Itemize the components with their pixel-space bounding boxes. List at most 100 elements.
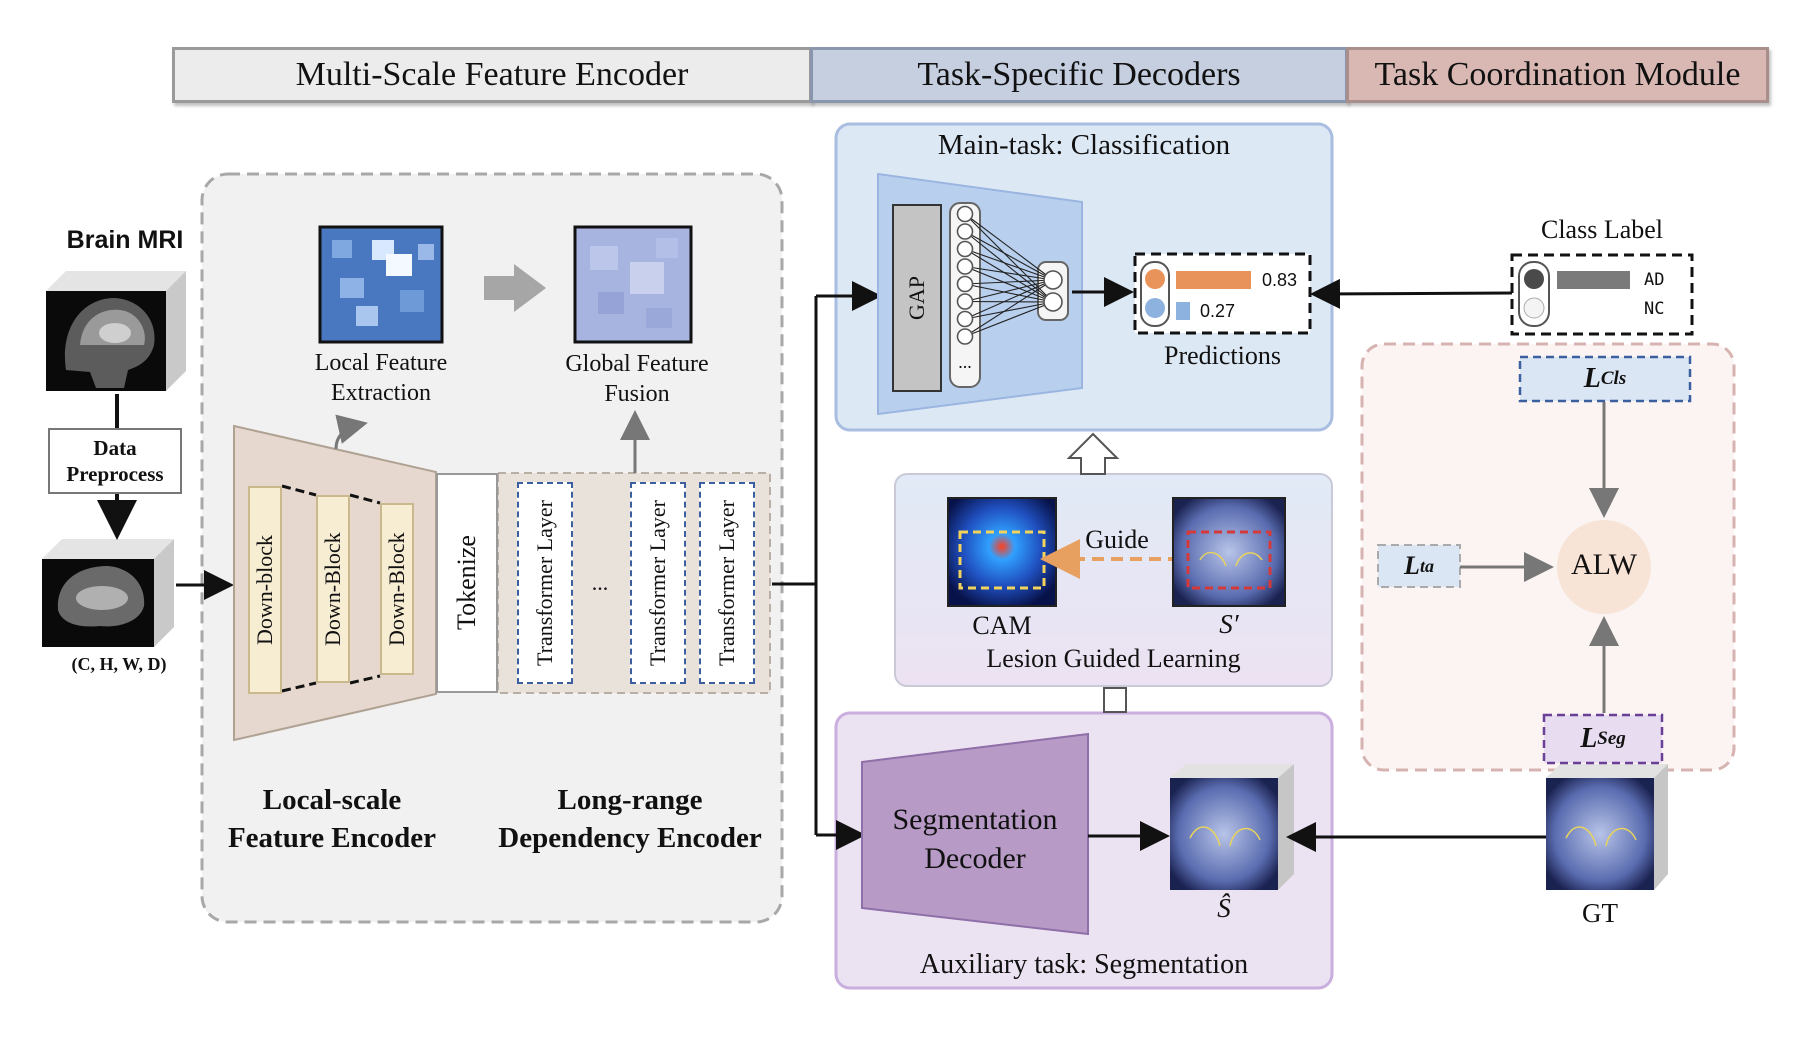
gt-label: GT	[1582, 898, 1618, 928]
nn-edge	[964, 248, 1054, 303]
nn-input-node	[956, 240, 974, 258]
hollow-connector	[1103, 687, 1127, 713]
local-feature-map	[318, 225, 444, 344]
header-decoders-label: Task-Specific Decoders	[917, 56, 1241, 93]
prediction-ad-bar	[1176, 271, 1251, 289]
down-block-2: Down-Block	[316, 495, 350, 683]
nn-edge	[964, 248, 1054, 281]
l-cls-box	[1518, 355, 1692, 403]
alw-circle	[1557, 520, 1651, 614]
nn-edge	[964, 213, 1054, 303]
nn-edge	[964, 231, 1054, 281]
class-label-nc: NC	[1644, 299, 1665, 319]
nn-edge	[964, 279, 1054, 285]
l-cls-subscript: Cls	[1600, 368, 1627, 389]
gap-block	[892, 204, 942, 392]
brain-mri-title: Brain MRI	[66, 226, 184, 254]
transformer-layer-1: Transformer Layer	[517, 482, 573, 684]
nn-output-node	[1043, 292, 1063, 312]
tokenize-block: Tokenize	[436, 473, 498, 693]
lesion-title: Lesion Guided Learning	[986, 644, 1241, 673]
nn-edge	[964, 279, 1054, 320]
nn-edge	[964, 300, 1054, 303]
transformer-layer-1-label: Transformer Layer	[532, 500, 557, 666]
nn-input-node	[956, 223, 974, 240]
transformer-layer-3: Transformer Layer	[699, 482, 755, 684]
cam-label: CAM	[972, 611, 1032, 640]
global-feature-map	[573, 225, 693, 344]
header-coordination: Task Coordination Module	[1346, 47, 1769, 103]
brain-mri-volume	[46, 271, 186, 391]
l-ta-box	[1377, 544, 1461, 588]
gap-label: GAP	[904, 276, 929, 321]
class-label-title: Class Label	[1540, 215, 1664, 244]
feature-flow-arrow	[484, 264, 546, 312]
prediction-nc-score: 0.27	[1200, 301, 1236, 321]
nn-edge	[964, 301, 1054, 320]
long-range-encoder-title: Long-range Dependency Encoder	[498, 784, 762, 854]
nn-edge	[964, 213, 1054, 281]
transformer-ellipsis: ...	[591, 570, 609, 595]
nn-edge	[964, 301, 1054, 338]
prediction-ad-score: 0.83	[1262, 270, 1298, 290]
class-label-bar	[1557, 271, 1630, 289]
s-prime-image	[1172, 497, 1286, 607]
prediction-ad-dot	[1145, 269, 1165, 289]
nn-input-node	[956, 328, 974, 345]
transformer-layer-2-label: Transformer Layer	[645, 500, 670, 666]
header-encoder: Multi-Scale Feature Encoder	[172, 47, 812, 103]
down-block-3: Down-Block	[380, 503, 414, 675]
cam-image	[947, 497, 1057, 607]
nn-edge	[964, 231, 1054, 303]
down-block-1: Down-block	[248, 486, 282, 694]
neural-net-connections	[964, 213, 1054, 338]
prediction-nc-dot	[1145, 298, 1165, 318]
l-ta-subscript: ta	[1419, 555, 1434, 576]
header-decoders: Task-Specific Decoders	[810, 47, 1348, 103]
class-label-ad-dot	[1524, 269, 1544, 289]
data-preprocess-box: Data Preprocess	[48, 428, 182, 494]
nn-input-node	[956, 205, 974, 223]
prediction-nc-bar	[1176, 302, 1190, 320]
class-label-nc-dot	[1523, 297, 1545, 319]
data-preprocess-label: Data Preprocess	[66, 435, 164, 486]
alw-label: ALW	[1570, 548, 1638, 581]
preprocessed-mri-volume	[42, 539, 174, 647]
neural-net-nodes	[956, 205, 1063, 345]
header-coordination-label: Task Coordination Module	[1374, 56, 1741, 93]
down-block-3-label: Down-Block	[384, 532, 409, 646]
nn-input-node	[956, 293, 974, 310]
nn-output-node	[1043, 270, 1063, 290]
nn-edge	[964, 265, 1054, 281]
s-hat-volume	[1170, 764, 1294, 890]
tokenize-label: Tokenize	[452, 535, 481, 631]
segmentation-decoder-trapezoid	[861, 732, 1089, 936]
classification-title: Main-task: Classification	[937, 129, 1231, 161]
local-encoder-title: Local-scale Feature Encoder	[227, 784, 437, 854]
local-feature-label: Local Feature Extraction	[314, 350, 448, 406]
transformer-layer-3-label: Transformer Layer	[714, 500, 739, 666]
input-shape-label: (C, H, W, D)	[71, 654, 167, 674]
transformer-layer-2: Transformer Layer	[630, 482, 686, 684]
header-encoder-label: Multi-Scale Feature Encoder	[295, 56, 689, 93]
l-seg-subscript: Seg	[1597, 728, 1626, 749]
class-label-ad: AD	[1644, 270, 1665, 290]
hollow-up-arrow	[1066, 432, 1120, 475]
nn-edge	[964, 279, 1054, 303]
predictions-title: Predictions	[1164, 341, 1281, 370]
neural-net-ellipsis: ...	[958, 352, 972, 372]
segmentation-title: Auxiliary task: Segmentation	[919, 949, 1249, 980]
nn-input-node	[956, 258, 974, 275]
segmentation-decoder-label: Segmentation Decoder	[892, 803, 1058, 875]
s-prime-label: S′	[1219, 609, 1239, 639]
nn-edge	[964, 279, 1054, 337]
global-feature-label: Global Feature Fusion	[565, 351, 709, 407]
nn-edge	[964, 265, 1054, 303]
s-hat-label: Ŝ	[1217, 893, 1231, 923]
nn-input-node	[956, 275, 974, 293]
nn-edge	[964, 283, 1054, 303]
